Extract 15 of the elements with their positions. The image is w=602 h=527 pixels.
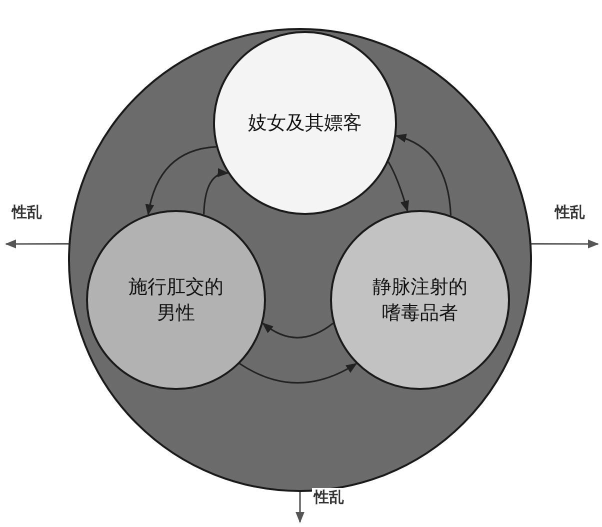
arrow bbox=[531, 240, 600, 248]
edge-label: 性乱 bbox=[553, 203, 587, 222]
arrow bbox=[395, 134, 452, 216]
node-text: 施行肛交的男性 bbox=[128, 275, 224, 326]
node-text: 静脉注射的嗜毒品者 bbox=[372, 275, 468, 326]
arrow bbox=[4, 240, 69, 248]
arrow bbox=[262, 322, 334, 338]
arrow bbox=[239, 362, 358, 384]
arrow bbox=[146, 146, 216, 216]
edge-label: 性乱 bbox=[312, 488, 346, 507]
node-text: 妓女及其嫖客 bbox=[247, 111, 363, 136]
arrow bbox=[296, 492, 304, 524]
edge-label: 性乱 bbox=[10, 203, 44, 222]
arrow bbox=[388, 161, 409, 212]
arrow bbox=[203, 168, 229, 214]
